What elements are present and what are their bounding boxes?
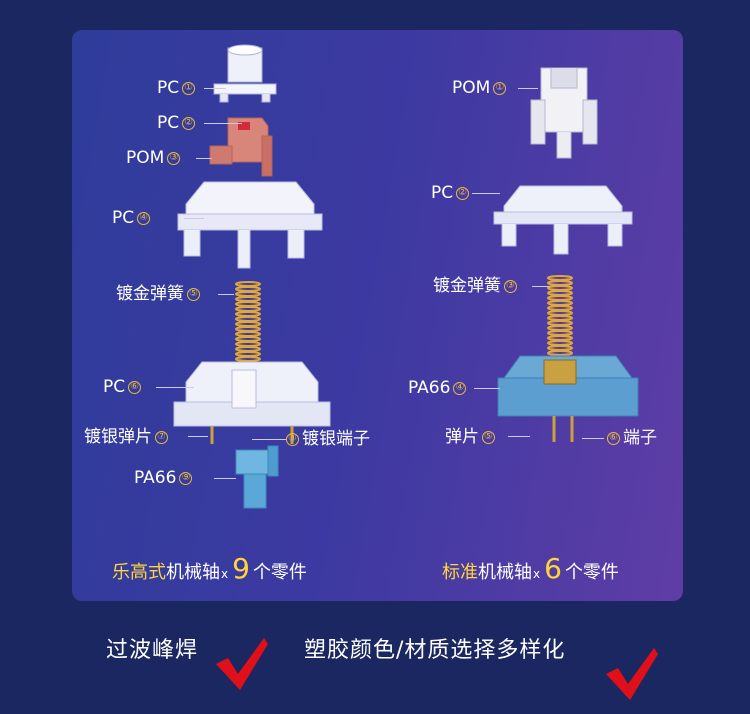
right-part-pa66-housing xyxy=(497,355,639,442)
right-part-pc-top-housing xyxy=(493,185,633,255)
left-part-pc-bottom-housing xyxy=(173,361,331,444)
wave-soldering-text: 过波峰焊 xyxy=(106,638,199,663)
checkmark-icon-2 xyxy=(606,648,658,700)
material-choice-text: 塑胶颜色/材质选择多样化 xyxy=(304,638,566,663)
left-part-pa66-blue xyxy=(235,445,279,509)
right-part-pom-stem xyxy=(530,67,598,159)
left-part-pc-stem xyxy=(213,44,277,103)
left-part-pom-slider xyxy=(209,117,273,177)
checkmark-icon xyxy=(216,638,268,690)
left-part-pc-top-housing xyxy=(177,181,323,269)
